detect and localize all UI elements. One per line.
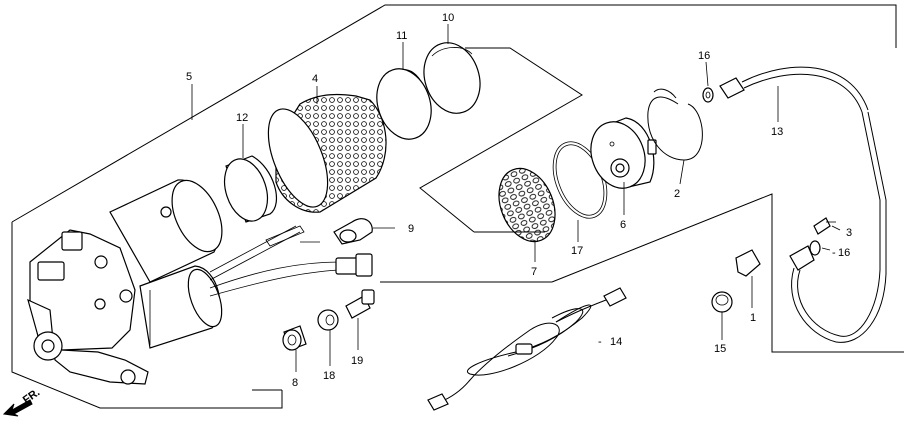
grommet-part-15	[711, 291, 733, 313]
callout-13: 13	[771, 126, 783, 138]
hose-part-13	[719, 66, 887, 343]
callout-17: 17	[571, 245, 583, 257]
callout-12: 12	[236, 112, 248, 124]
callout-18: 18	[323, 370, 335, 382]
screen-part-7	[498, 167, 556, 243]
callout-2: 2	[674, 188, 680, 200]
callout-16-right: 16	[838, 247, 850, 259]
sensor-group-outline	[380, 193, 904, 353]
clip-part-1	[735, 249, 761, 277]
callout-3: 3	[846, 227, 852, 239]
callout-4: 4	[312, 73, 318, 85]
pipe	[265, 225, 305, 247]
cover-part-6	[590, 117, 657, 189]
callout-16-top: 16	[698, 50, 710, 62]
collar-part-18	[317, 309, 339, 331]
callout-9: 9	[408, 223, 414, 235]
front-direction-arrow-icon: FR.	[2, 386, 42, 417]
callout-19: 19	[351, 355, 363, 367]
washer-part-16-right	[809, 240, 821, 256]
disc-part-11	[376, 68, 432, 140]
wire-harness-part-14	[427, 287, 627, 411]
callout-10: 10	[442, 12, 454, 24]
leader-lines	[191, 24, 841, 372]
assembly-outline	[11, 4, 897, 409]
callout-dash-14: -	[598, 336, 602, 348]
callout-14: 14	[610, 336, 622, 348]
cap-part-12	[223, 155, 278, 223]
fitting-part-3	[813, 217, 836, 235]
callout-1: 1	[750, 312, 756, 324]
washer-part-16-top	[702, 87, 714, 103]
rubber-cap-part-9	[333, 218, 373, 245]
callout-11: 11	[396, 30, 407, 42]
grommet-part-8	[282, 325, 307, 351]
callout-5: 5	[186, 71, 192, 83]
callout-7: 7	[531, 266, 537, 278]
callout-6: 6	[620, 219, 626, 231]
disc-part-10	[423, 42, 481, 114]
filter-element-part-4	[267, 93, 387, 213]
callout-15: 15	[714, 343, 726, 355]
callout-8: 8	[292, 377, 298, 389]
motor-pump-assembly	[27, 179, 373, 385]
callout-dash-16: -	[832, 247, 836, 259]
callout-labels: 5 4 12 11 10 9 7 17 6 2 16 13 3 - 16 1 1…	[186, 12, 852, 389]
bolt-part-19	[345, 289, 375, 319]
